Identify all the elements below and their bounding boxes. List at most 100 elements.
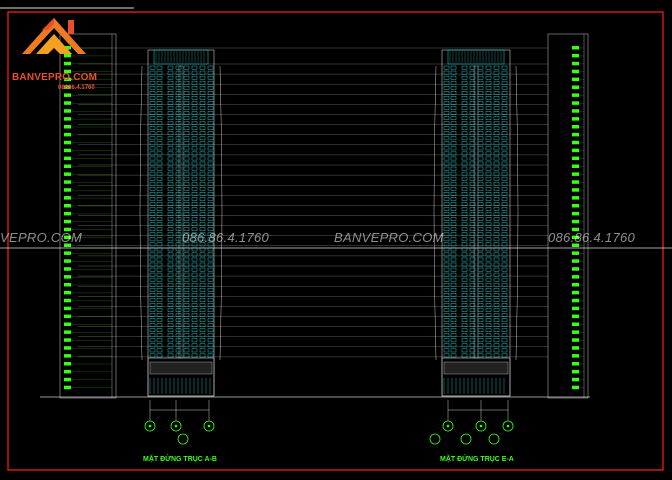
window xyxy=(149,151,156,156)
window xyxy=(175,237,182,242)
window xyxy=(450,65,457,70)
window xyxy=(469,262,476,267)
window xyxy=(191,181,198,186)
window xyxy=(207,197,214,201)
window xyxy=(443,192,450,196)
window xyxy=(493,65,500,70)
window xyxy=(175,146,182,151)
window xyxy=(501,318,508,322)
window xyxy=(191,136,198,141)
window xyxy=(493,111,500,115)
level-marker xyxy=(64,322,71,326)
window xyxy=(485,227,492,232)
window xyxy=(156,328,163,333)
window xyxy=(469,277,476,282)
window xyxy=(183,176,190,181)
level-marker xyxy=(572,164,579,168)
window xyxy=(207,116,214,120)
window xyxy=(175,343,182,348)
window xyxy=(461,85,468,90)
window xyxy=(167,257,174,262)
level-marker xyxy=(64,125,71,129)
window xyxy=(461,308,468,312)
window xyxy=(469,192,476,196)
drawing-frame xyxy=(7,11,664,471)
window xyxy=(156,96,163,100)
window xyxy=(207,146,214,151)
window xyxy=(501,202,508,206)
window xyxy=(469,70,476,75)
window xyxy=(501,298,508,302)
window xyxy=(191,262,198,267)
window xyxy=(469,267,476,272)
window xyxy=(167,156,174,161)
window xyxy=(461,353,468,358)
window xyxy=(469,232,476,237)
window xyxy=(207,333,214,338)
window xyxy=(199,101,206,105)
window xyxy=(191,186,198,191)
window xyxy=(167,116,174,120)
window xyxy=(501,267,508,272)
window xyxy=(183,101,190,105)
level-marker xyxy=(64,46,71,50)
window xyxy=(493,272,500,277)
window xyxy=(461,121,468,125)
level-marker xyxy=(64,369,71,374)
window xyxy=(450,192,457,196)
window xyxy=(485,262,492,267)
window xyxy=(207,313,214,317)
window xyxy=(443,227,450,232)
window xyxy=(485,80,492,85)
window xyxy=(183,106,190,110)
window xyxy=(199,136,206,141)
window xyxy=(175,242,182,247)
window xyxy=(199,308,206,312)
level-marker xyxy=(572,330,579,334)
window xyxy=(469,181,476,186)
window xyxy=(493,96,500,100)
window xyxy=(501,186,508,191)
window xyxy=(149,146,156,151)
window xyxy=(167,166,174,171)
window xyxy=(450,111,457,115)
window xyxy=(149,197,156,201)
window xyxy=(183,166,190,171)
window xyxy=(485,197,492,201)
window xyxy=(450,293,457,297)
window xyxy=(501,171,508,176)
window xyxy=(156,287,163,292)
window xyxy=(175,192,182,196)
level-marker xyxy=(572,354,579,358)
window xyxy=(167,96,174,100)
window xyxy=(191,217,198,221)
window xyxy=(191,212,198,216)
window xyxy=(167,171,174,176)
window xyxy=(149,207,156,211)
level-marker xyxy=(64,85,71,89)
window xyxy=(175,212,182,216)
window xyxy=(199,348,206,353)
window xyxy=(167,212,174,216)
window xyxy=(199,96,206,100)
window xyxy=(149,111,156,115)
window xyxy=(493,237,500,242)
annotation-frame xyxy=(547,33,589,399)
window xyxy=(175,207,182,211)
window xyxy=(443,328,450,333)
window xyxy=(175,171,182,176)
level-marker xyxy=(572,109,579,113)
window xyxy=(207,126,214,131)
window xyxy=(199,353,206,358)
podium-canopy xyxy=(443,361,509,375)
site-logo[interactable]: BANVEPRO.COM 08686.4.1760 xyxy=(8,10,108,94)
caption-right-elevation: MẶT ĐỨNG TRỤC E-A xyxy=(440,456,514,463)
window xyxy=(183,70,190,75)
window xyxy=(493,308,500,312)
axis-bubble-dot xyxy=(148,424,152,428)
window xyxy=(461,318,468,322)
window xyxy=(469,85,476,90)
window xyxy=(149,166,156,171)
window xyxy=(450,262,457,267)
